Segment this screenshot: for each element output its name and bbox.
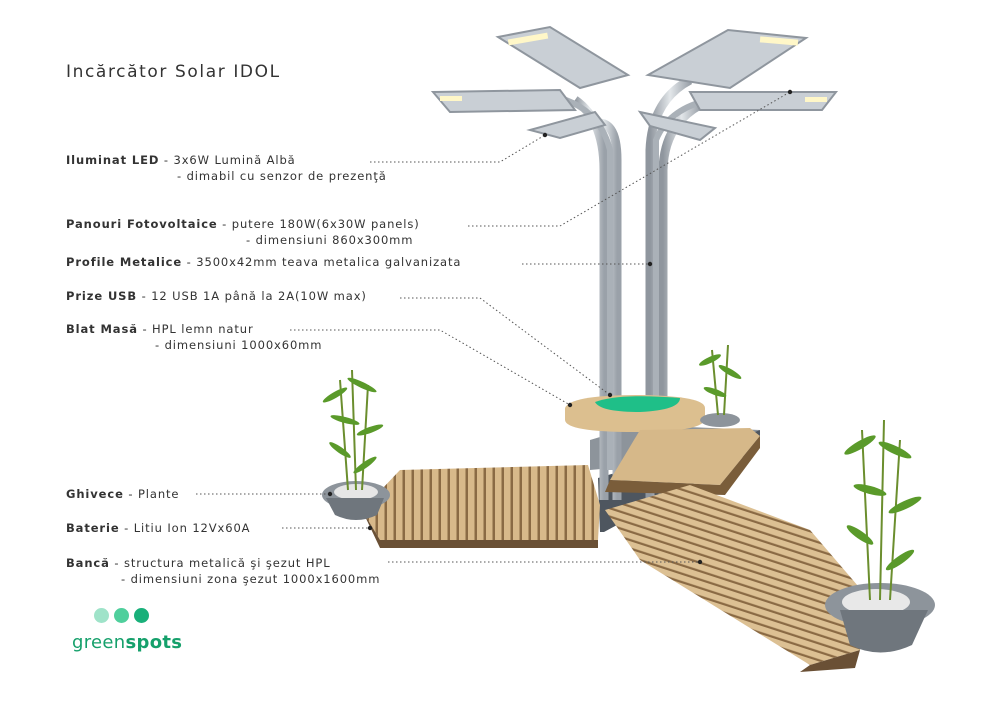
spec-label: Iluminat LED bbox=[66, 153, 160, 167]
logo-text-spots: spots bbox=[125, 632, 183, 653]
spec-usb-ports: Prize USB - 12 USB 1A până la 2A(10W max… bbox=[66, 288, 367, 304]
greenspots-logo: greenspots bbox=[72, 608, 182, 658]
spec-value: - HPL lemn natur bbox=[137, 322, 254, 336]
spec-label: Baterie bbox=[66, 521, 120, 535]
bamboo-leaves bbox=[322, 354, 922, 571]
spec-label: Blat Masă bbox=[66, 322, 138, 336]
spec-label: Ghivece bbox=[66, 487, 124, 501]
page-title: Incărcător Solar IDOL bbox=[66, 62, 281, 82]
right-bench bbox=[605, 485, 870, 672]
back-bench bbox=[605, 428, 760, 495]
spec-label: Panouri Fotovoltaice bbox=[66, 217, 218, 231]
spec-solar-panels: Panouri Fotovoltaice - putere 180W(6x30W… bbox=[66, 216, 420, 248]
logo-dot bbox=[134, 608, 149, 623]
spec-battery: Baterie - Litiu Ion 12Vx60A bbox=[66, 520, 250, 536]
logo-dot bbox=[114, 608, 129, 623]
spec-value: - 12 USB 1A până la 2A(10W max) bbox=[137, 289, 367, 303]
spec-planters: Ghivece - Plante bbox=[66, 486, 179, 502]
spec-value: - putere 180W(6x30W panels) bbox=[217, 217, 420, 231]
leader-dots bbox=[327, 89, 793, 565]
solar-panels bbox=[430, 25, 839, 142]
spec-value: - 3500x42mm teava metalica galvanizata bbox=[182, 255, 462, 269]
leader-lines bbox=[196, 91, 791, 563]
spec-value: - Plante bbox=[123, 487, 180, 501]
planter-pots bbox=[322, 413, 935, 653]
spec-bench: Bancă - structura metalică şi şezut HPL … bbox=[66, 555, 380, 587]
spec-value: - Litiu Ion 12Vx60A bbox=[119, 521, 251, 535]
table-top bbox=[565, 395, 705, 432]
spec-label: Profile Metalice bbox=[66, 255, 183, 269]
spec-value-line2: - dimensiuni 860x300mm bbox=[246, 233, 414, 247]
spec-label: Prize USB bbox=[66, 289, 138, 303]
logo-dot bbox=[94, 608, 109, 623]
spec-value-line2: - dimensiuni 1000x60mm bbox=[155, 338, 323, 352]
logo-text-green: green bbox=[72, 632, 126, 653]
spec-value-line2: - dimabil cu senzor de prezenţă bbox=[177, 169, 387, 183]
spec-led-lighting: Iluminat LED - 3x6W Lumină Albă - dimabi… bbox=[66, 152, 387, 184]
spec-label: Bancă bbox=[66, 556, 110, 570]
spec-value-line2: - dimensiuni zona şezut 1000x1600mm bbox=[121, 572, 381, 586]
spec-table-top: Blat Masă - HPL lemn natur - dimensiuni … bbox=[66, 321, 322, 353]
spec-metal-profiles: Profile Metalice - 3500x42mm teava metal… bbox=[66, 254, 461, 270]
spec-value: - structura metalică şi şezut HPL bbox=[109, 556, 331, 570]
left-bench bbox=[362, 465, 600, 548]
spec-value: - 3x6W Lumină Albă bbox=[159, 153, 296, 167]
logo-wordmark: greenspots bbox=[72, 632, 182, 653]
